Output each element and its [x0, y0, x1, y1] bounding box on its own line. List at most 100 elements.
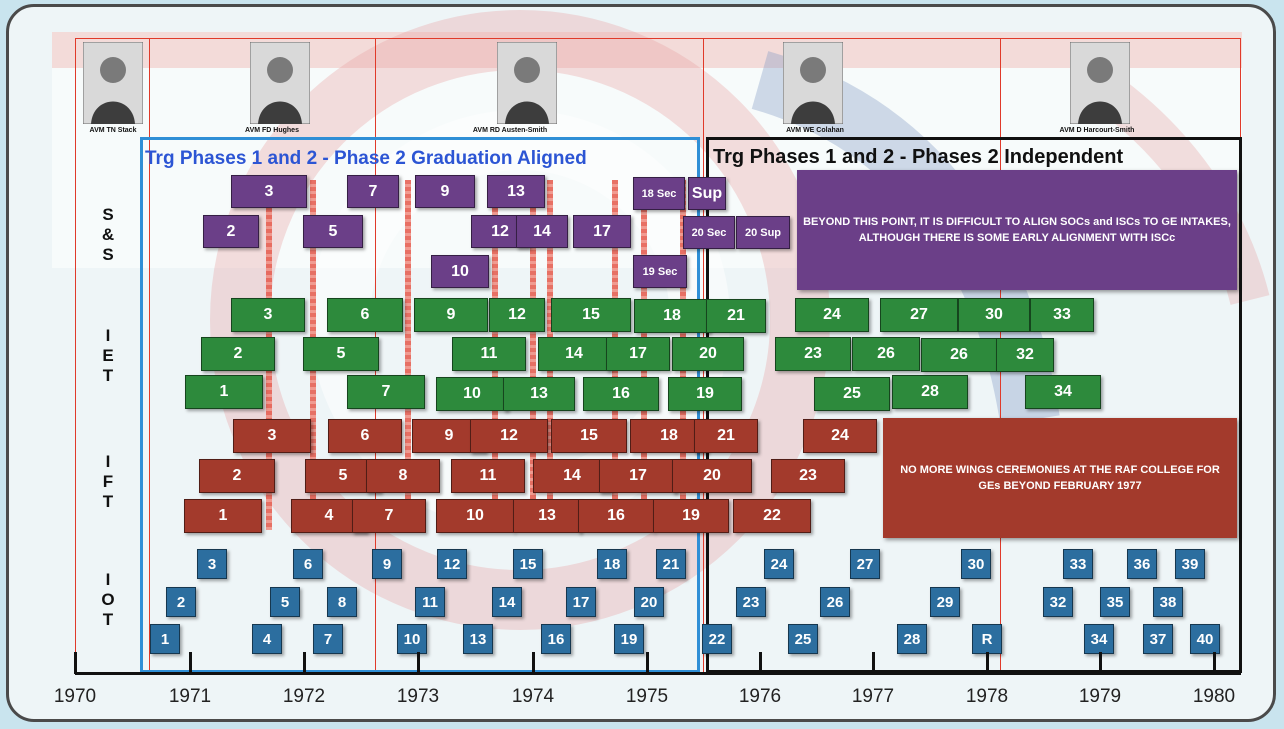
iet-course-box: 19 — [668, 377, 742, 411]
iot-course-box: 25 — [788, 624, 818, 654]
ss-course-box: 10 — [431, 255, 489, 288]
iot-course-box: 12 — [437, 549, 467, 579]
iet-course-box: 2 — [201, 337, 275, 371]
iot-course-box: 19 — [614, 624, 644, 654]
ift-course-box: 17 — [599, 459, 677, 493]
iet-course-box: 13 — [503, 377, 575, 411]
ift-course-box: 1 — [184, 499, 262, 533]
ss-course-box: 13 — [487, 175, 545, 208]
timeline-axis — [75, 672, 1241, 675]
year-label: 1977 — [851, 686, 895, 707]
ift-course-box: 16 — [578, 499, 654, 533]
iot-course-box: 36 — [1127, 549, 1157, 579]
iot-course-box: 21 — [656, 549, 686, 579]
iet-course-box: 6 — [327, 298, 403, 332]
commander-name: AVM D Harcourt-Smith — [1059, 127, 1135, 134]
year-label: 1972 — [282, 686, 326, 707]
iet-course-box: 26 — [921, 338, 997, 372]
iet-course-box: 5 — [303, 337, 379, 371]
ift-course-box: 7 — [352, 499, 426, 533]
year-tick — [189, 652, 192, 674]
iot-course-box: 1 — [150, 624, 180, 654]
iot-course-box: 16 — [541, 624, 571, 654]
row-letter: E — [102, 346, 114, 365]
iot-course-box: 5 — [270, 587, 300, 617]
iet-course-box: 7 — [347, 375, 425, 409]
iet-course-box: 21 — [706, 299, 766, 333]
iet-course-box: 30 — [958, 298, 1030, 332]
row-letter: S — [102, 245, 114, 264]
row-letter: T — [102, 610, 114, 629]
iot-course-box: 2 — [166, 587, 196, 617]
commander-name: AVM RD Austen-Smith — [472, 127, 548, 134]
row-label-iot: I O T — [98, 570, 118, 630]
iot-course-box: 18 — [597, 549, 627, 579]
ift-course-box: 24 — [803, 419, 877, 453]
year-tick — [1099, 652, 1102, 674]
iot-course-box: 8 — [327, 587, 357, 617]
row-letter: F — [102, 472, 114, 491]
iot-course-box: 32 — [1043, 587, 1073, 617]
year-tick — [872, 652, 875, 674]
ss-course-box: 9 — [415, 175, 475, 208]
year-tick — [1213, 652, 1216, 674]
year-label: 1975 — [625, 686, 669, 707]
iet-course-box: 23 — [775, 337, 851, 371]
year-tick — [646, 652, 649, 674]
iot-course-box: 7 — [313, 624, 343, 654]
year-tick — [532, 652, 535, 674]
iot-course-box: 38 — [1153, 587, 1183, 617]
ss-course-box: 20 Sup — [736, 216, 790, 249]
iet-course-box: 12 — [489, 298, 545, 332]
ift-course-box: 6 — [328, 419, 402, 453]
ift-course-box: 21 — [694, 419, 758, 453]
ift-course-box: 20 — [672, 459, 752, 493]
ift-course-box: 13 — [513, 499, 581, 533]
commander-portrait — [249, 41, 311, 125]
ift-course-box: 2 — [199, 459, 275, 493]
alignment-marker — [530, 180, 536, 530]
iot-course-box: R — [972, 624, 1002, 654]
iet-course-box: 11 — [452, 337, 526, 371]
iot-course-box: 28 — [897, 624, 927, 654]
iot-course-box: 33 — [1063, 549, 1093, 579]
ss-course-box: 7 — [347, 175, 399, 208]
iot-course-box: 20 — [634, 587, 664, 617]
ss-course-box: 20 Sec — [683, 216, 735, 249]
row-letter: I — [105, 452, 111, 471]
ss-course-box: 3 — [231, 175, 307, 208]
year-label: 1980 — [1192, 686, 1236, 707]
commander-name: AVM FD Hughes — [245, 127, 299, 134]
year-label: 1976 — [738, 686, 782, 707]
iet-course-box: 10 — [436, 377, 508, 411]
iot-course-box: 3 — [197, 549, 227, 579]
iot-course-box: 35 — [1100, 587, 1130, 617]
iot-course-box: 30 — [961, 549, 991, 579]
iet-course-box: 32 — [996, 338, 1054, 372]
ss-course-box: 18 Sec — [633, 177, 685, 210]
ift-course-box: 15 — [551, 419, 627, 453]
row-letter: T — [102, 366, 114, 385]
divider-line — [149, 38, 150, 673]
phase-title-independent: Trg Phases 1 and 2 - Phases 2 Independen… — [713, 146, 1124, 168]
iot-course-box: 29 — [930, 587, 960, 617]
iet-course-box: 16 — [583, 377, 659, 411]
ift-course-box: 3 — [233, 419, 311, 453]
iot-course-box: 9 — [372, 549, 402, 579]
iot-course-box: 22 — [702, 624, 732, 654]
divider-line — [75, 38, 76, 673]
year-label: 1978 — [965, 686, 1009, 707]
iet-course-box: 1 — [185, 375, 263, 409]
iot-course-box: 6 — [293, 549, 323, 579]
row-letter: T — [102, 492, 114, 511]
iet-course-box: 20 — [672, 337, 744, 371]
iot-course-box: 10 — [397, 624, 427, 654]
row-letter: I — [105, 570, 111, 589]
ift-course-box: 12 — [470, 419, 548, 453]
ift-course-box: 19 — [653, 499, 729, 533]
ss-note-callout: BEYOND THIS POINT, IT IS DIFFICULT TO AL… — [797, 170, 1237, 290]
iet-course-box: 3 — [231, 298, 305, 332]
row-letter: I — [105, 326, 111, 345]
iet-course-box: 27 — [880, 298, 958, 332]
